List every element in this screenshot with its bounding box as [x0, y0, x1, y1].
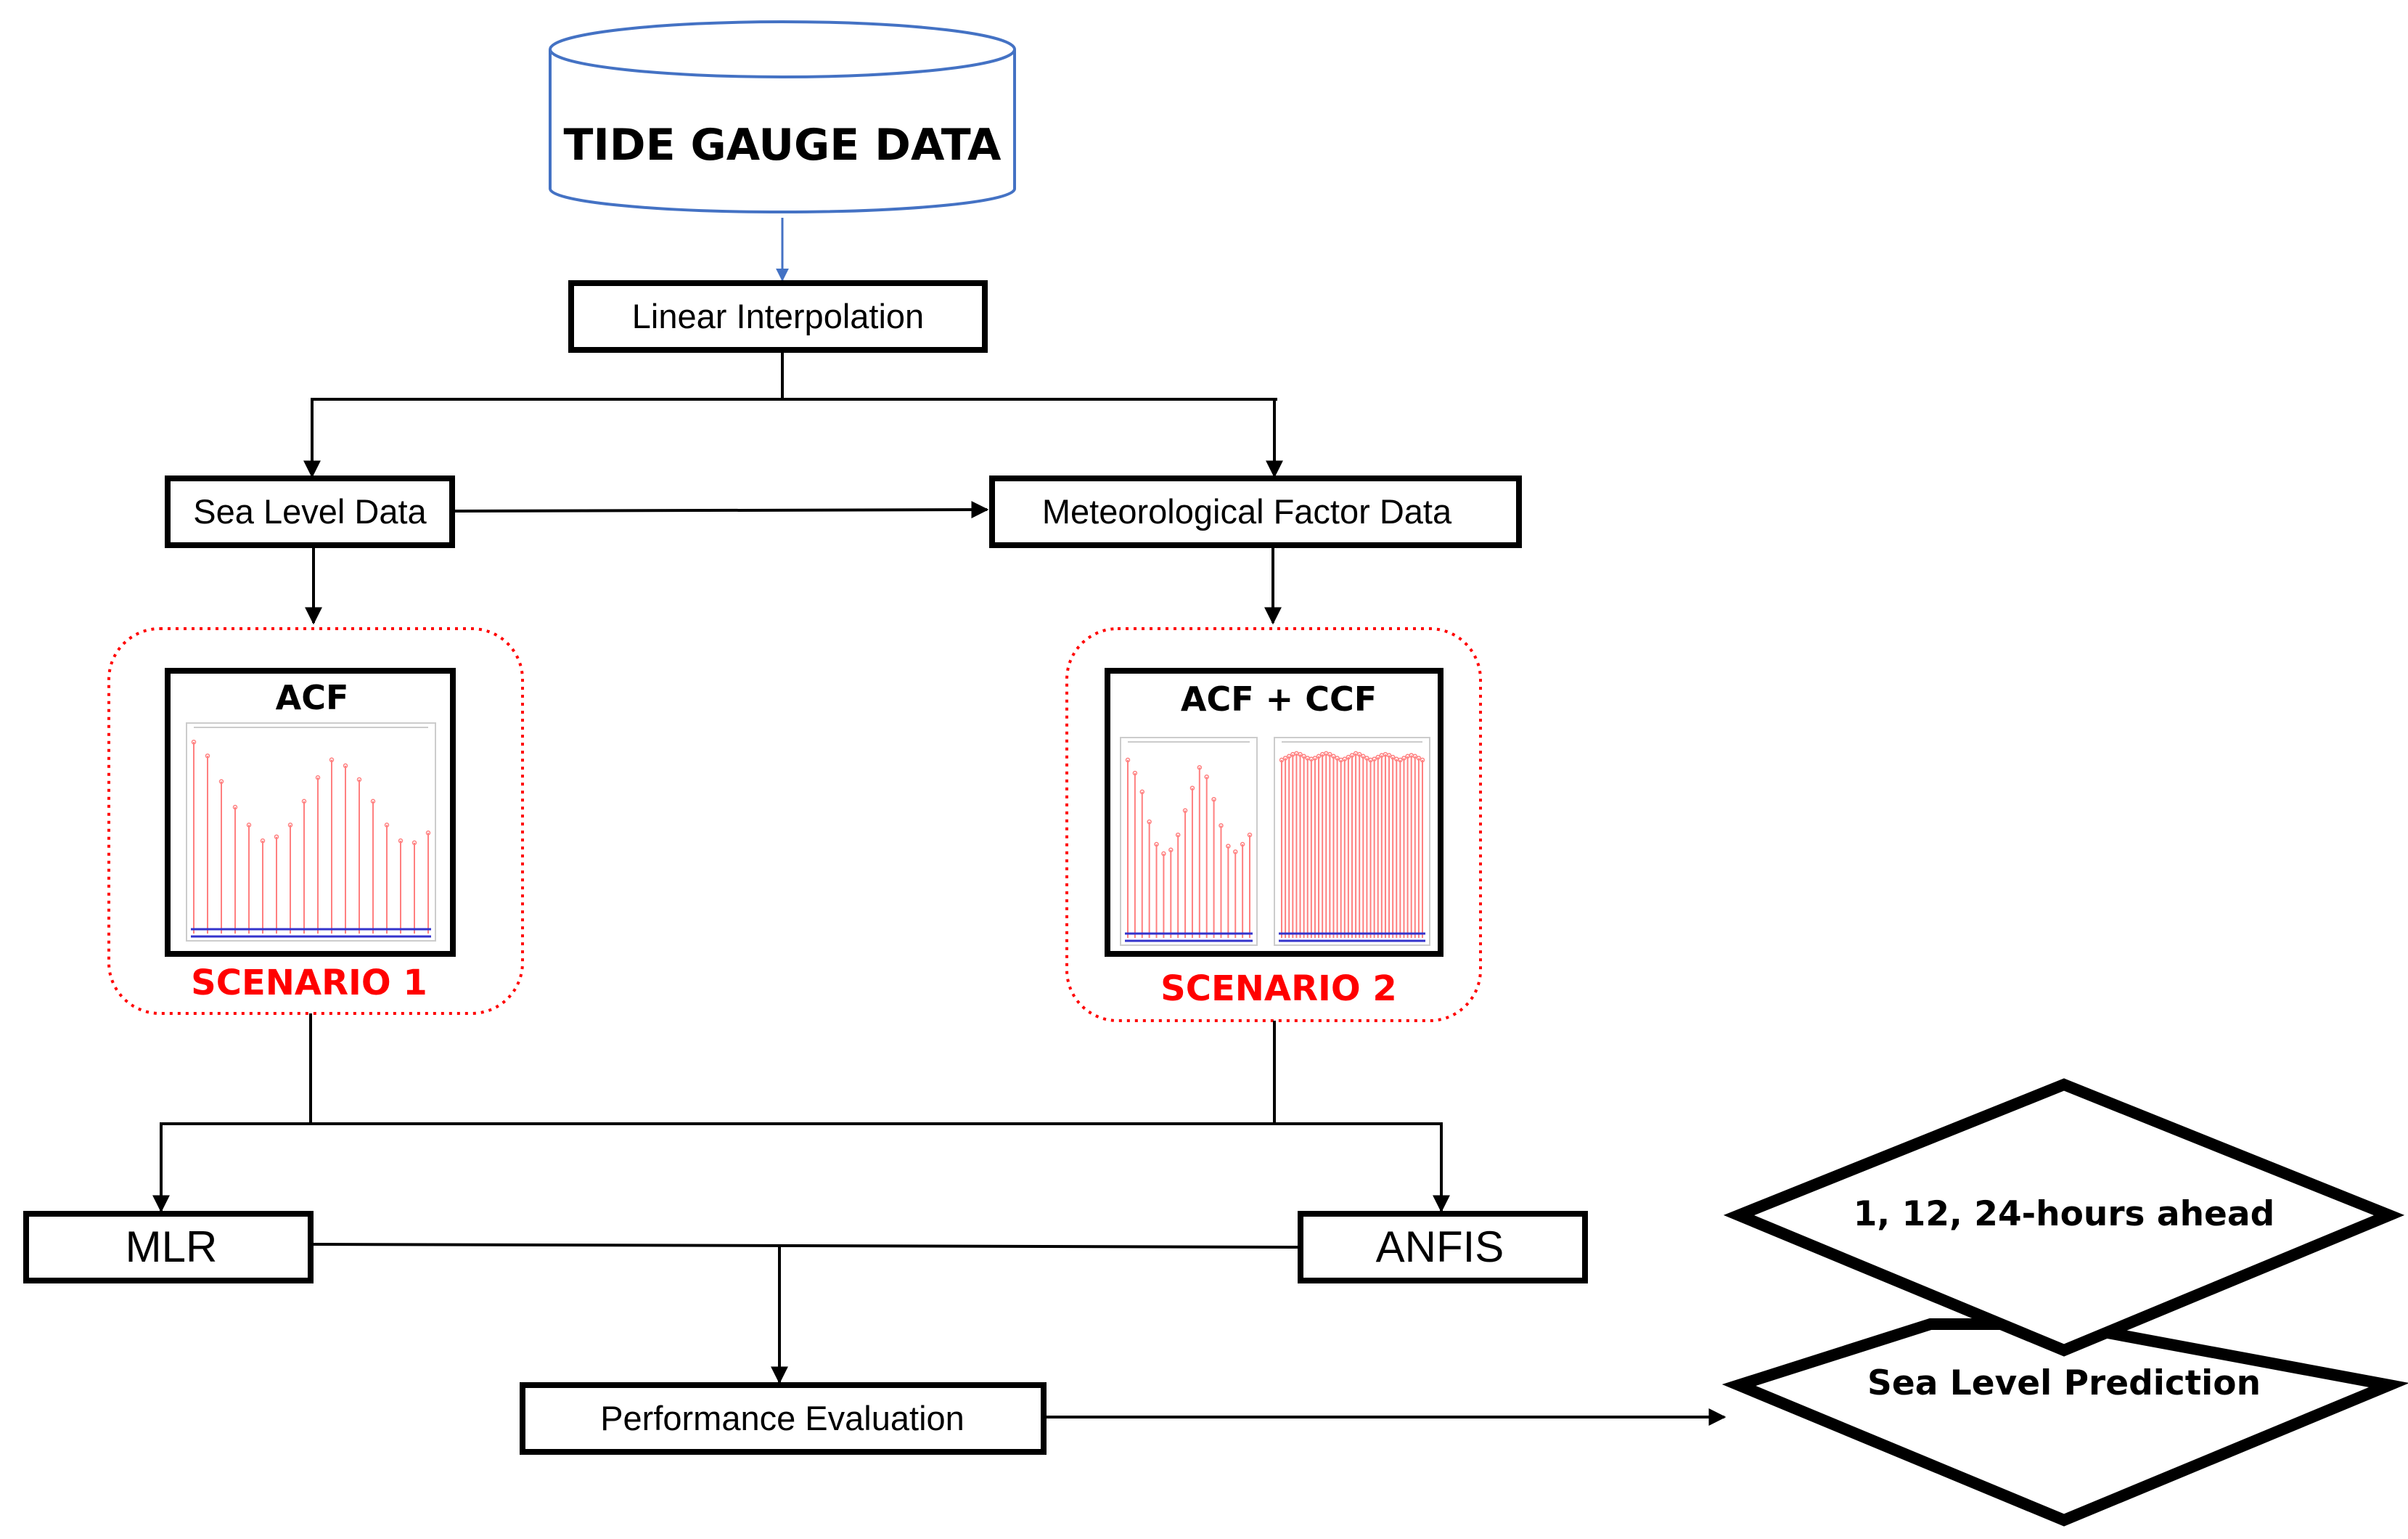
- ccf-stem-marker: [1342, 756, 1348, 762]
- ccf-stem-marker: [1346, 754, 1351, 760]
- sea-level-data-box: Sea Level Data: [165, 475, 455, 548]
- acf-small-stem-marker: [1147, 819, 1152, 825]
- acf-stem-marker: [356, 777, 362, 783]
- acf-small-stem-plot: [1120, 737, 1258, 946]
- scenario-1-label: SCENARIO 1: [191, 963, 427, 1003]
- meteorological-factor-data-label: Meteorological Factor Data: [1042, 492, 1452, 531]
- scenario-2-frame: ACF + CCF SCENARIO 2: [1065, 627, 1482, 1022]
- prediction-label: Sea Level Prediction: [1867, 1363, 2261, 1403]
- ccf-stem-marker: [1364, 756, 1369, 761]
- ccf-stem-marker: [1398, 757, 1403, 763]
- acf-small-stem-marker: [1247, 832, 1253, 838]
- ccf-stem-marker: [1375, 754, 1380, 760]
- connector-sealevel-to-meteorological: [454, 501, 989, 519]
- acf-stem-marker: [411, 840, 417, 846]
- acf-small-stem-marker: [1211, 796, 1216, 802]
- connectors-interpolation-split: [303, 350, 1283, 478]
- ccf-stem-marker: [1361, 754, 1366, 759]
- ccf-stem-marker: [1386, 753, 1392, 758]
- acf-small-stem-marker: [1240, 841, 1245, 847]
- ccf-stem-marker: [1356, 751, 1362, 757]
- ccf-stem-marker: [1420, 757, 1425, 763]
- ccf-stem-marker: [1316, 754, 1322, 759]
- acf-small-stem-marker: [1168, 847, 1174, 852]
- horizon-label: 1, 12, 24-hours ahead: [1854, 1194, 2275, 1234]
- database-cylinder-body: [549, 49, 1016, 213]
- acf-stem-marker: [218, 779, 224, 784]
- prediction-diamond: [1721, 1318, 2408, 1527]
- meteorological-factor-data-box: Meteorological Factor Data: [989, 475, 1522, 548]
- acf-small-stem-marker: [1175, 832, 1181, 838]
- tide-gauge-database: TIDE GAUGE DATA: [549, 20, 1016, 213]
- performance-evaluation-box: Performance Evaluation: [520, 1382, 1047, 1455]
- tide-gauge-title: TIDE GAUGE DATA: [564, 120, 1002, 171]
- horizon-diamond: [1723, 1078, 2405, 1357]
- output-forecast-horizon: 1, 12, 24-hours ahead: [1723, 1078, 2405, 1357]
- database-cylinder-top: [549, 20, 1016, 78]
- acf-small-stem-marker: [1132, 770, 1138, 776]
- acf-small-stem-marker: [1219, 822, 1224, 828]
- mlr-label: MLR: [126, 1222, 218, 1271]
- scenario-2-label: SCENARIO 2: [1160, 968, 1397, 1009]
- mlr-box: MLR: [23, 1211, 314, 1283]
- acf-stem-marker: [246, 822, 252, 828]
- acf-stem-plot: [186, 722, 436, 942]
- acf-small-stem-marker: [1139, 789, 1145, 795]
- ccf-stem-marker: [1390, 754, 1396, 760]
- acf-stem-marker: [315, 775, 321, 780]
- ccf-stem-marker: [1279, 757, 1285, 763]
- ccf-stem-marker: [1416, 756, 1422, 761]
- acf-stem-marker: [191, 739, 197, 745]
- acf-small-stem-marker: [1204, 774, 1209, 780]
- ccf-stem-marker: [1331, 754, 1336, 759]
- anfis-box: ANFIS: [1298, 1211, 1588, 1283]
- ccf-stem-marker: [1301, 754, 1306, 759]
- acf-small-stem-marker: [1125, 757, 1131, 763]
- acf-small-stem-marker: [1189, 785, 1195, 791]
- ccf-stem-marker: [1282, 756, 1288, 761]
- ccf-stem-marker: [1312, 756, 1318, 761]
- acf-small-stem-marker: [1154, 841, 1159, 847]
- ccf-stem-marker: [1286, 754, 1292, 759]
- acf-stem-marker: [398, 838, 404, 844]
- acf-stem-marker: [343, 763, 348, 769]
- acf-small-stem-marker: [1226, 844, 1231, 849]
- acf-small-stem-marker: [1197, 764, 1203, 770]
- output-sea-level-prediction: Sea Level Prediction: [1721, 1318, 2408, 1527]
- scenario-1-frame: ACF SCENARIO 1: [107, 627, 524, 1015]
- connectors-scenarios-to-models: [152, 1013, 1450, 1213]
- acf-stem-marker: [329, 757, 335, 762]
- acf-stem-marker: [205, 753, 210, 759]
- acf-stem-marker: [274, 834, 279, 839]
- acf-stem-marker: [425, 830, 431, 836]
- acf-stem-marker: [287, 822, 293, 828]
- acf-small-stem-marker: [1182, 808, 1188, 813]
- acf-stem-marker: [232, 804, 238, 810]
- acf-small-plot-area: [1120, 737, 1258, 946]
- acf-small-stem-marker: [1232, 849, 1238, 854]
- acf-stem-marker: [301, 799, 307, 804]
- acf-plot-area: [186, 722, 436, 942]
- ccf-stem-marker: [1401, 756, 1406, 761]
- acf-stem-marker: [384, 822, 390, 828]
- linear-interpolation-label: Linear Interpolation: [632, 297, 924, 335]
- ccf-stem-marker: [1327, 751, 1332, 757]
- anfis-label: ANFIS: [1376, 1222, 1504, 1271]
- ccf-stem-marker: [1372, 756, 1377, 762]
- connectors-models-to-evaluation: [313, 1243, 1298, 1384]
- ccf-stem-marker: [1349, 753, 1355, 758]
- acf-ccf-plot-title: ACF + CCF: [1181, 679, 1377, 719]
- ccf-stem-marker: [1298, 751, 1303, 757]
- linear-interpolation-box: Linear Interpolation: [568, 280, 988, 353]
- ccf-stem-marker: [1335, 756, 1340, 761]
- acf-stem-marker: [260, 838, 266, 844]
- ccf-stem-marker: [1412, 754, 1418, 759]
- performance-evaluation-label: Performance Evaluation: [600, 1399, 965, 1437]
- acf-small-stem-marker: [1161, 851, 1166, 857]
- ccf-stem-plot: [1274, 737, 1430, 946]
- acf-stem-marker: [370, 799, 376, 804]
- acf-plot-title: ACF: [276, 678, 349, 717]
- sea-level-data-label: Sea Level Data: [193, 492, 427, 531]
